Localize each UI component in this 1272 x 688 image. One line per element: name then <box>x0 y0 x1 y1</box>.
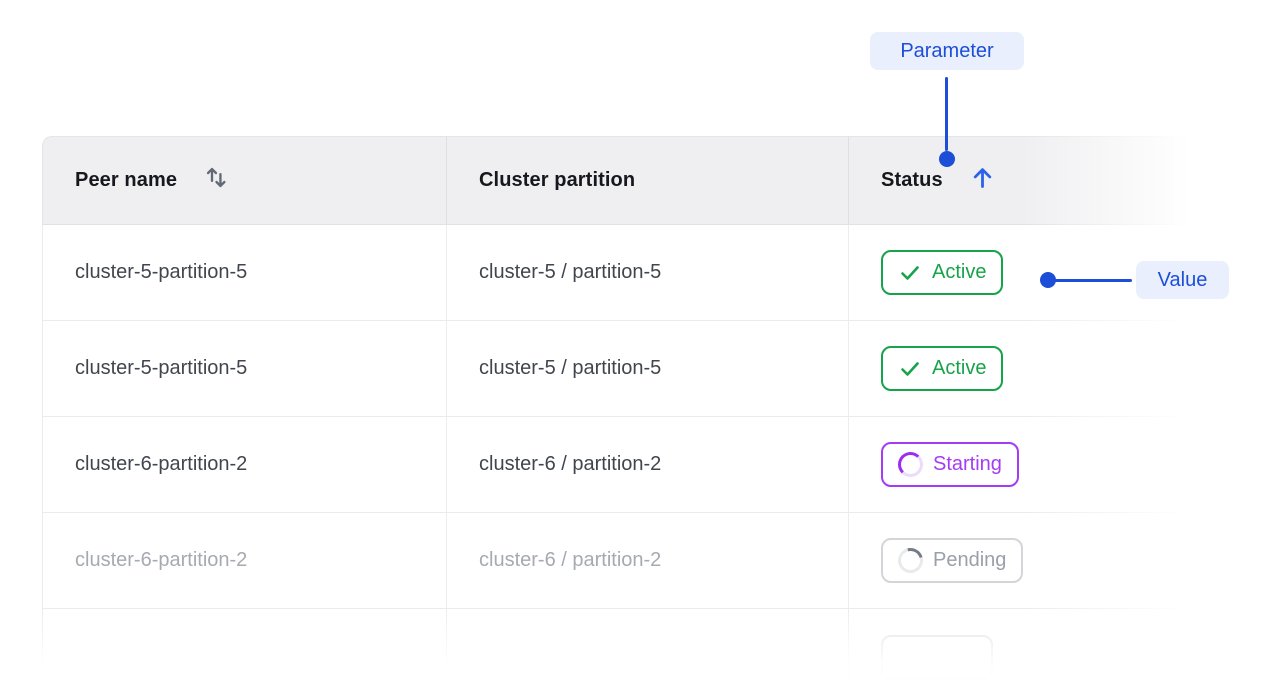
table-body: cluster-5-partition-5 cluster-5 / partit… <box>42 225 1210 688</box>
status-badge-label: Pending <box>933 549 1007 571</box>
status-badge-active: Active <box>881 346 1004 391</box>
peers-table: Peer name Cluster partition Status <box>42 136 1210 688</box>
peer-name-cell: cluster-5-partition-5 <box>75 261 248 283</box>
spinner-icon <box>893 543 928 578</box>
parameter-annotation-label: Parameter <box>870 32 1024 70</box>
sort-updown-icon <box>203 164 230 197</box>
value-annotation-label: Value <box>1136 261 1229 299</box>
status-cell: Active <box>848 225 1210 320</box>
status-header-label: Status <box>881 169 943 191</box>
column-header-peer-name[interactable]: Peer name <box>43 137 446 224</box>
column-header-cluster-partition[interactable]: Cluster partition <box>446 137 848 224</box>
status-badge-label: Starting <box>933 453 1002 475</box>
status-cell: Pending <box>848 513 1210 608</box>
cluster-partition-cell: cluster-5 / partition-5 <box>446 321 848 416</box>
status-cell: Active <box>848 321 1210 416</box>
table-header-row: Peer name Cluster partition Status <box>42 136 1210 225</box>
table-row: cluster-5-partition-5 cluster-5 / partit… <box>43 225 1210 321</box>
table-row-partial <box>43 609 1210 688</box>
status-badge-label: Active <box>932 357 987 379</box>
parameter-connector-dot <box>939 151 955 167</box>
check-icon <box>901 361 919 376</box>
cluster-partition-cell: cluster-5 / partition-5 <box>446 225 848 320</box>
cluster-partition-cell: cluster-6 / partition-2 <box>446 417 848 512</box>
peer-name-cell: cluster-6-partition-2 <box>75 549 248 571</box>
status-cell <box>848 609 1210 688</box>
table-row: cluster-6-partition-2 cluster-6 / partit… <box>43 417 1210 513</box>
status-badge-label: Active <box>932 261 987 283</box>
arrow-up-icon <box>969 164 996 197</box>
status-badge-partial <box>881 634 993 680</box>
cluster-partition-cell <box>446 609 848 688</box>
parameter-connector-line <box>945 77 948 151</box>
cluster-partition-header-label: Cluster partition <box>479 169 636 191</box>
status-cell: Starting <box>848 417 1210 512</box>
peer-name-cell: cluster-5-partition-5 <box>75 357 248 379</box>
peer-name-cell <box>43 609 446 688</box>
peer-name-cell: cluster-6-partition-2 <box>75 453 248 475</box>
status-badge-active: Active <box>881 250 1004 295</box>
status-badge-pending: Pending <box>881 538 1024 583</box>
status-badge-starting: Starting <box>881 442 1019 487</box>
table-row: cluster-6-partition-2 cluster-6 / partit… <box>43 513 1210 609</box>
check-icon <box>901 265 919 280</box>
value-connector-line <box>1048 279 1132 282</box>
table-row: cluster-5-partition-5 cluster-5 / partit… <box>43 321 1210 417</box>
peer-name-header-label: Peer name <box>75 169 178 191</box>
column-header-status[interactable]: Status <box>848 137 1210 224</box>
spinner-icon <box>898 452 923 477</box>
cluster-partition-cell: cluster-6 / partition-2 <box>446 513 848 608</box>
